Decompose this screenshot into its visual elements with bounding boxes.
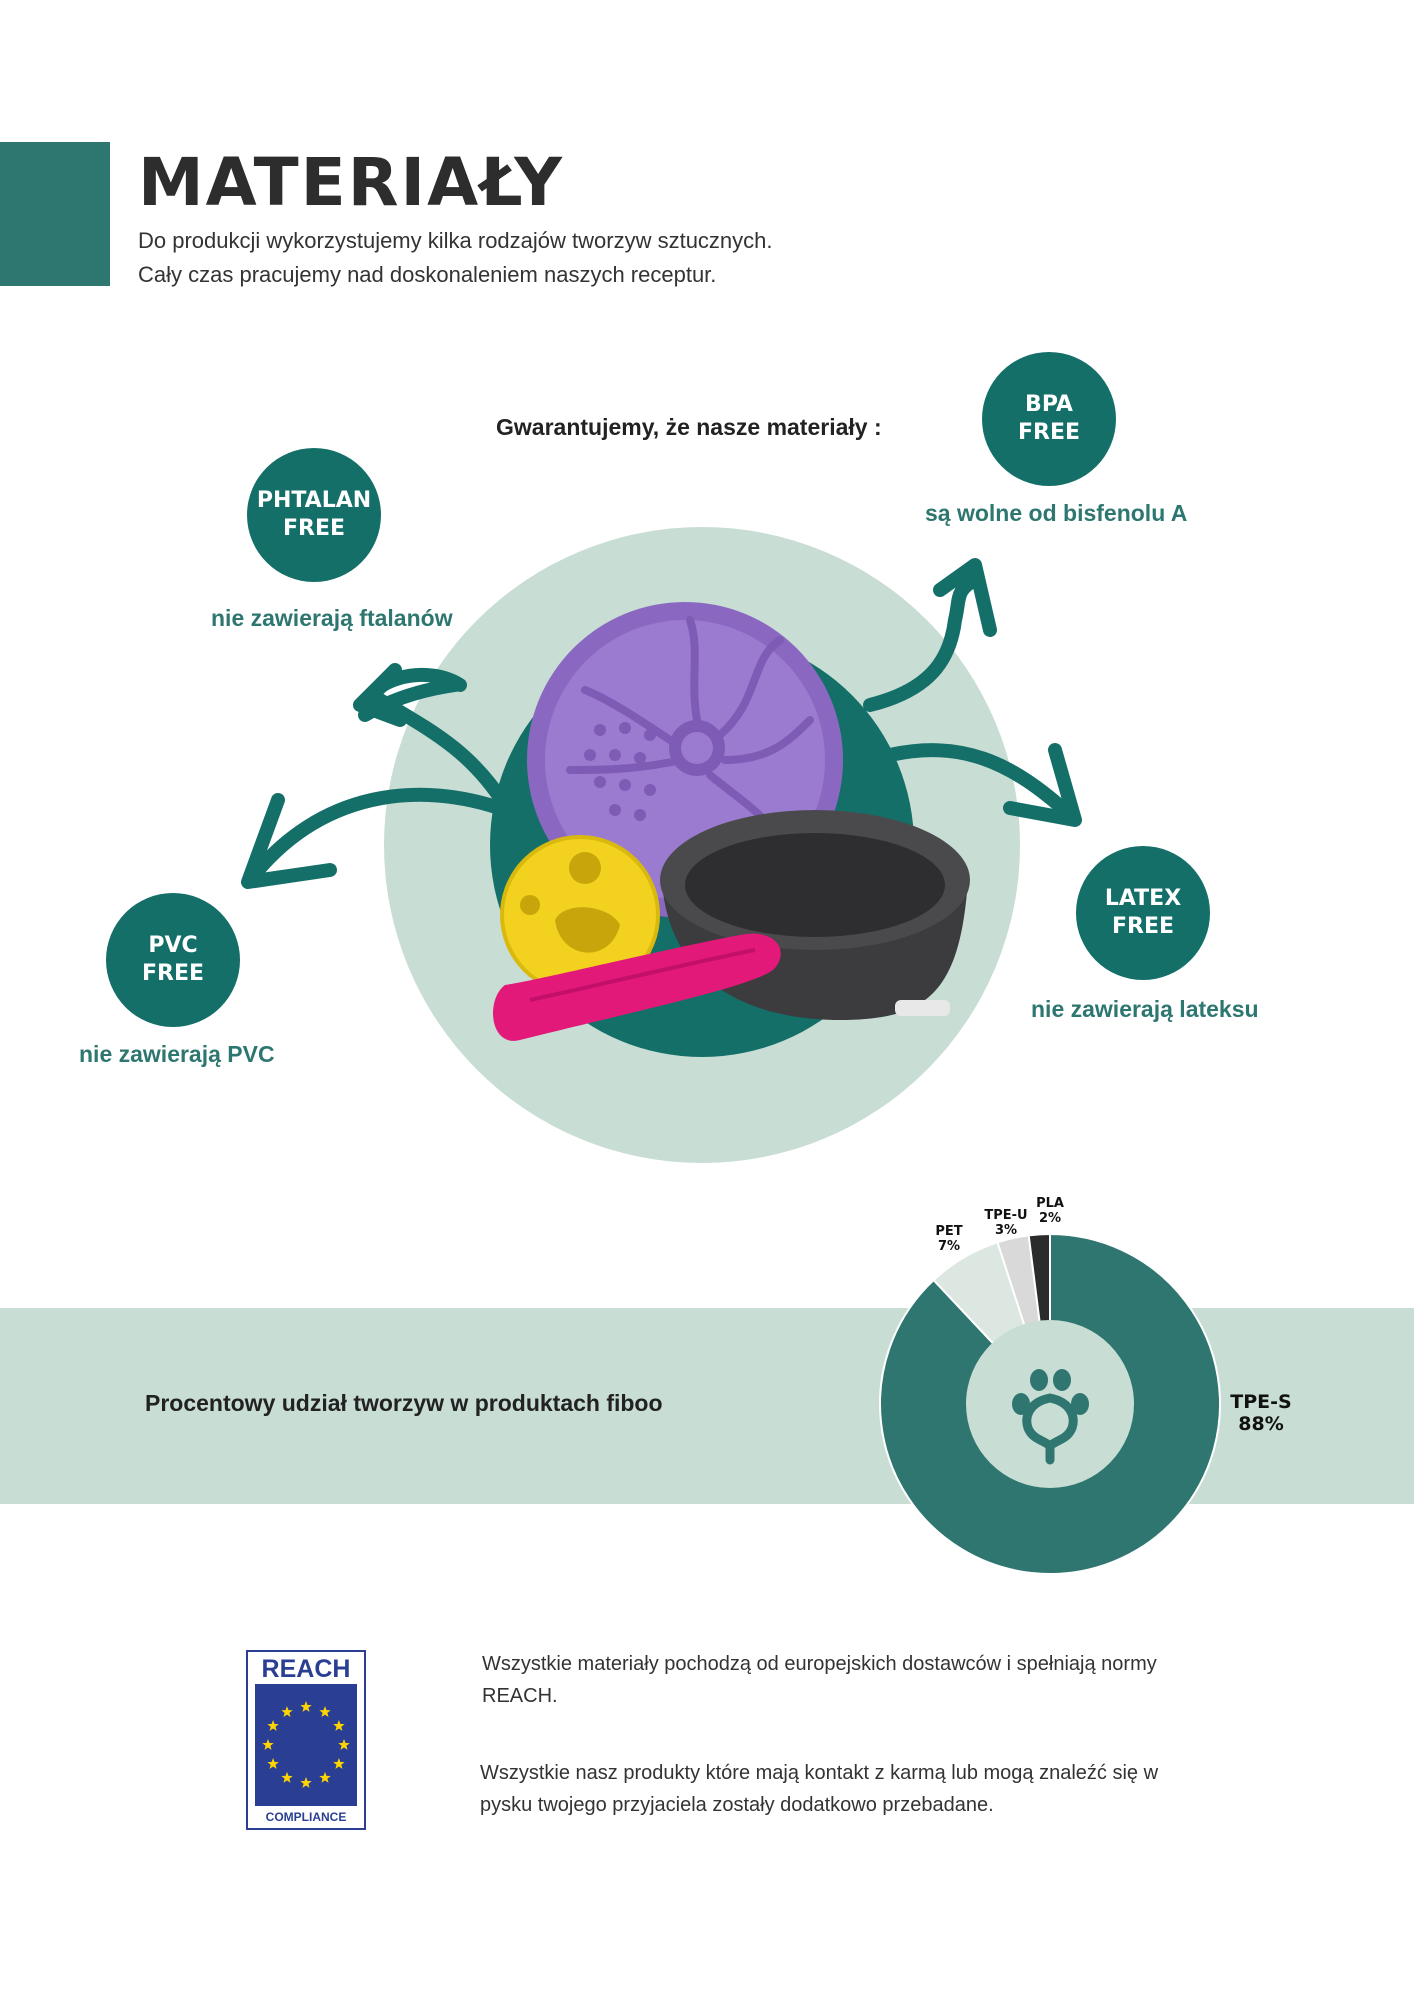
product-collage-illustration (241, 527, 1082, 1163)
ball (500, 835, 660, 995)
label-pet-name: PET (935, 1224, 963, 1239)
share-label: Procentowy udział tworzyw w produktach f… (145, 1390, 663, 1416)
donut-slice-tpe-s (879, 1232, 1221, 1575)
page-title: MATERIAŁY (138, 144, 565, 221)
label-pet-value: 7% (937, 1239, 961, 1254)
svg-text:COMPLIANCE: COMPLIANCE (266, 1810, 347, 1824)
donut-hole (966, 1320, 1134, 1488)
eu-star-icon (319, 1706, 331, 1717)
eu-star-icon (281, 1706, 293, 1717)
intro-text: Do produkcji wykorzystujemy kilka rodzaj… (138, 224, 773, 292)
caption-phtalan: nie zawierają ftalanów (211, 605, 453, 631)
reach-paragraph-1: Wszystkie materiały pochodzą od europejs… (482, 1648, 1157, 1712)
header-accent-bar (0, 142, 110, 286)
paw-toes (1012, 1369, 1089, 1415)
badge-pvc-line1: PVC (148, 933, 198, 958)
eu-star-icon (300, 1701, 312, 1712)
badge-pvc-line2: FREE (141, 961, 205, 986)
curved-arrow-icon (241, 558, 1082, 889)
eu-star-icon (333, 1758, 345, 1769)
reach-compliance-logo: REACH COMPLIANCE (246, 1650, 366, 1830)
eu-star-icon (281, 1771, 293, 1783)
badge-latex-line1: LATEX (1104, 886, 1182, 911)
badge-phtalan-line1: PHTALAN (256, 488, 372, 513)
material-share-donut-chart (879, 1232, 1221, 1575)
bone (493, 933, 781, 1041)
eu-star-icon (319, 1771, 331, 1783)
reach-para2-line2: pysku twojego przyjaciela zostały dodatk… (480, 1794, 994, 1816)
badge-bpa-free: BPA FREE (982, 352, 1116, 486)
eu-star-icon (262, 1739, 274, 1750)
eu-star-icon (300, 1777, 312, 1788)
badge-bpa-line2: FREE (1017, 420, 1081, 445)
reach-paragraph-2: Wszystkie nasz produkty które mają konta… (480, 1757, 1158, 1821)
caption-bpa: są wolne od bisfenolu A (925, 500, 1188, 526)
badge-latex-free: LATEX FREE (1076, 846, 1210, 980)
label-tpeu-name: TPE-U (984, 1208, 1028, 1223)
intro-line-1: Do produkcji wykorzystujemy kilka rodzaj… (138, 228, 773, 253)
badge-bpa-line1: BPA (1025, 392, 1073, 417)
label-pet: PET 7% (929, 1224, 969, 1254)
eu-star-icon (267, 1720, 279, 1731)
badge-latex-line2: FREE (1111, 914, 1175, 939)
label-pla-name: PLA (1036, 1196, 1064, 1211)
eu-star-icon (333, 1720, 345, 1731)
reach-para1-line1: Wszystkie materiały pochodzą od europejs… (482, 1653, 1157, 1675)
eu-star-icon (267, 1758, 279, 1769)
bowl (660, 810, 970, 1020)
label-tpe-s: TPE-S 88% (1224, 1391, 1298, 1435)
reach-para2-line1: Wszystkie nasz produkty które mają konta… (480, 1762, 1159, 1784)
svg-text:REACH: REACH (262, 1655, 351, 1683)
intro-line-2: Cały czas pracujemy nad doskonaleniem na… (138, 262, 717, 287)
caption-pvc: nie zawierają PVC (79, 1041, 275, 1067)
label-pla: PLA 2% (1030, 1196, 1070, 1226)
reach-para1-line2: REACH. (482, 1685, 558, 1707)
label-pla-value: 2% (1038, 1211, 1062, 1226)
eu-star-icon (338, 1739, 350, 1750)
badge-phtalan-line2: FREE (282, 516, 346, 541)
badge-phtalan-free: PHTALAN FREE (247, 448, 381, 582)
label-tpeu-value: 3% (994, 1223, 1018, 1238)
label-tpe-u: TPE-U 3% (976, 1208, 1036, 1238)
guarantee-heading: Gwarantujemy, że nasze materiały : (496, 414, 882, 440)
label-tpes-name: TPE-S (1230, 1391, 1292, 1413)
paw-icon (1022, 1393, 1078, 1465)
badge-pvc-free: PVC FREE (106, 893, 240, 1027)
label-tpes-value: 88% (1238, 1413, 1284, 1435)
caption-latex: nie zawierają lateksu (1031, 996, 1259, 1022)
